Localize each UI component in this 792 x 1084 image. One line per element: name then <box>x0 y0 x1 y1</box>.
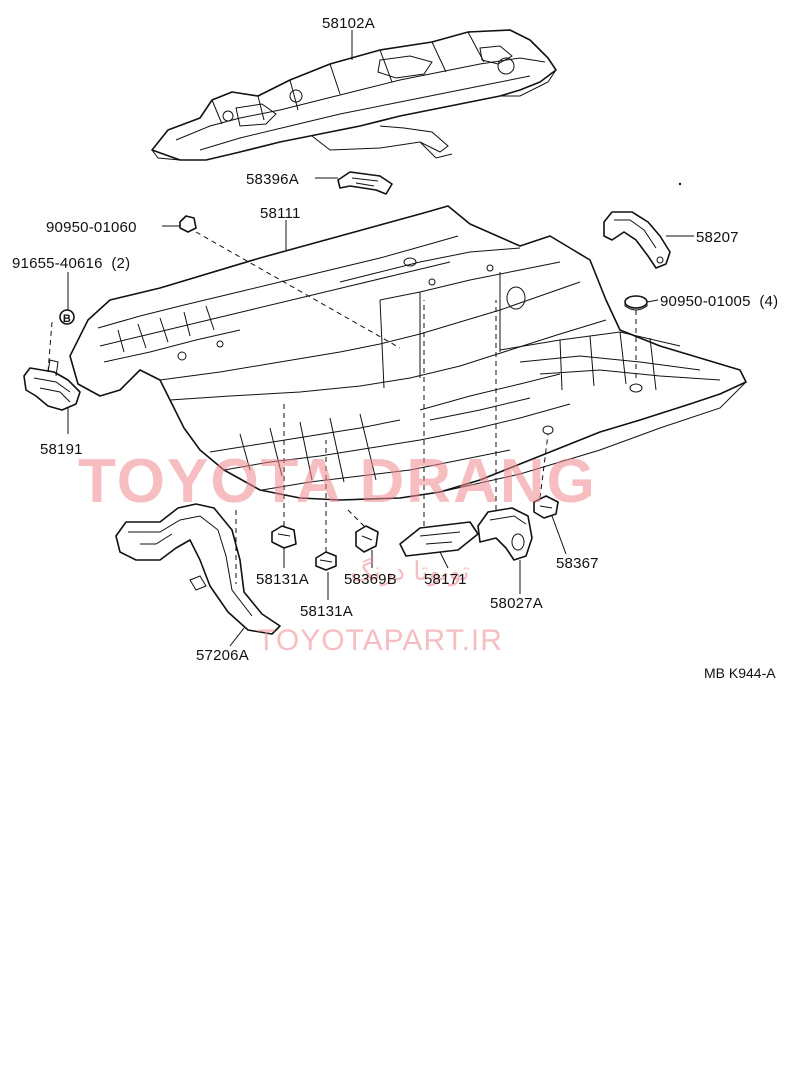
part-58102a-frame <box>151 29 557 161</box>
part-58027a-bracket <box>477 507 533 561</box>
part-57206a-rail <box>115 503 281 635</box>
watermark-group: TOYOTA DRANG تویوتا درنگ TOYOTAPART.IR <box>78 447 597 657</box>
part-58131a-clip-1 <box>271 525 297 549</box>
stray-dot <box>678 182 682 186</box>
leader-lines <box>67 30 694 647</box>
label-58367: 58367 <box>556 555 599 572</box>
callout-b-text: B <box>63 313 71 325</box>
label-90950-01060: 90950-01060 <box>46 219 137 236</box>
label-58027a: 58027A <box>490 595 543 612</box>
part-58171-plate <box>399 521 479 557</box>
part-58191-bracket <box>23 359 81 411</box>
part-58367-clip <box>533 495 559 519</box>
label-58131a-lower: 58131A <box>300 603 353 620</box>
label-58111: 58111 <box>260 205 301 222</box>
part-58131a-clip-2 <box>315 551 337 571</box>
part-58396a-bracket <box>337 171 393 195</box>
watermark-url: TOYOTAPART.IR <box>257 624 503 657</box>
watermark-persian: تویوتا درنگ <box>350 556 469 587</box>
label-58102a: 58102A <box>322 15 375 32</box>
label-58369b: 58369B <box>344 571 397 588</box>
label-58396a: 58396A <box>246 171 299 188</box>
callout-b-marker: B <box>59 309 75 325</box>
label-58131a-upper: 58131A <box>256 571 309 588</box>
label-58171: 58171 <box>424 571 467 588</box>
part-90950-01005-plug <box>624 295 648 311</box>
part-labels: 58102A 58396A 90950-01060 58111 58207 91… <box>12 15 778 681</box>
label-91655-40616: 91655-40616 (2) <box>12 255 130 272</box>
part-90950-01060-plug <box>179 215 197 233</box>
watermark-brand: TOYOTA DRANG <box>78 447 597 516</box>
part-58369b-clip <box>355 525 379 553</box>
label-90950-01005: 90950-01005 (4) <box>660 293 778 310</box>
part-58111-floor-pan <box>69 205 747 501</box>
label-58191: 58191 <box>40 441 83 458</box>
part-58207-bracket <box>603 211 671 269</box>
label-57206a: 57206A <box>196 647 249 664</box>
diagram-reference-code: MB K944-A <box>704 665 776 681</box>
assembly-dashed-lines <box>47 231 637 584</box>
label-58207: 58207 <box>696 229 739 246</box>
